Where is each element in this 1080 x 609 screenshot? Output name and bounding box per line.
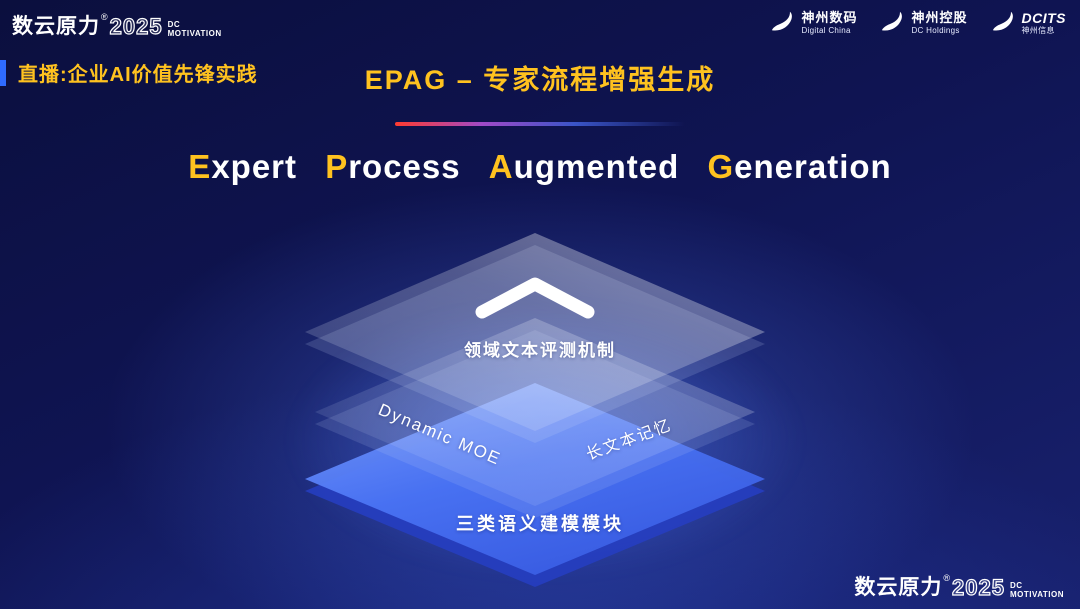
registered-mark: ® <box>943 573 951 583</box>
subtitle: Expert Process Augmented Generation <box>0 148 1080 186</box>
chevron-up-icon <box>475 277 595 319</box>
partner-subname: DC Holdings <box>911 25 960 35</box>
subtitle-rest: ugmented <box>513 148 680 185</box>
subtitle-word: Process <box>325 148 460 185</box>
brand-sub-motivation: MOTIVATION <box>1009 589 1064 599</box>
layer-top-label: 领域文本评测机制 <box>464 341 616 360</box>
live-banner: 直播:企业AI价值先锋实践 <box>0 58 258 87</box>
registered-mark: ® <box>101 12 108 22</box>
brand-year: 2025 <box>951 574 1005 600</box>
brand-sub-dc: DC <box>1009 581 1023 591</box>
brand-subtext: DC MOTIVATION <box>1009 581 1064 599</box>
partner-logo-dc-holdings: 神州控股 DC Holdings <box>879 10 967 36</box>
brand-subtext: DC MOTIVATION <box>167 20 222 38</box>
brand-sub-dc: DC <box>167 20 181 30</box>
swoosh-icon <box>882 11 903 31</box>
subtitle-cap: G <box>707 148 735 185</box>
partner-subname: 神州信息 <box>1021 26 1055 36</box>
partner-logos: 神州数码 Digital China 神州控股 DC Holdings DCIT… <box>769 10 1066 36</box>
partner-name: DCITS <box>1021 10 1066 27</box>
live-accent-bar <box>0 59 6 86</box>
brand-sub-motivation: MOTIVATION <box>167 28 222 38</box>
subtitle-rest: xpert <box>211 148 298 185</box>
partner-text: DCITS 神州信息 <box>1022 10 1067 35</box>
partner-text: 神州控股 DC Holdings <box>911 9 968 35</box>
partner-logo-dcits: DCITS 神州信息 <box>990 10 1067 36</box>
gradient-divider-line <box>395 122 685 126</box>
partner-subname: Digital China <box>801 25 851 35</box>
subtitle-word: Generation <box>707 148 891 185</box>
partner-text: 神州数码 Digital China <box>801 9 858 35</box>
subtitle-cap: E <box>188 148 212 185</box>
live-banner-text: 直播:企业AI价值先锋实践 <box>18 64 258 86</box>
brand-logo-bottom: 数云原力 ® 2025 DC MOTIVATION <box>854 571 1064 601</box>
partner-name: 神州控股 <box>911 9 968 25</box>
brand-year: 2025 <box>109 13 163 39</box>
brand-name: 数云原力 <box>854 576 943 599</box>
brand-logo-top: 数云原力 ® 2025 DC MOTIVATION <box>12 10 222 40</box>
subtitle-rest: rocess <box>348 148 461 185</box>
partner-logo-digital-china: 神州数码 Digital China <box>769 10 857 36</box>
brand-name: 数云原力 <box>12 15 100 38</box>
page-title: EPAG – 专家流程增强生成 <box>364 65 716 95</box>
swoosh-icon <box>992 11 1013 31</box>
subtitle-word: Augmented <box>489 148 680 185</box>
subtitle-cap: A <box>488 148 514 185</box>
layer-bottom-label: 三类语义建模模块 <box>456 514 624 534</box>
subtitle-word: Expert <box>188 148 297 185</box>
swoosh-icon <box>772 11 793 31</box>
subtitle-rest: eneration <box>734 148 892 185</box>
partner-name: 神州数码 <box>801 9 858 25</box>
subtitle-cap: P <box>325 148 349 185</box>
